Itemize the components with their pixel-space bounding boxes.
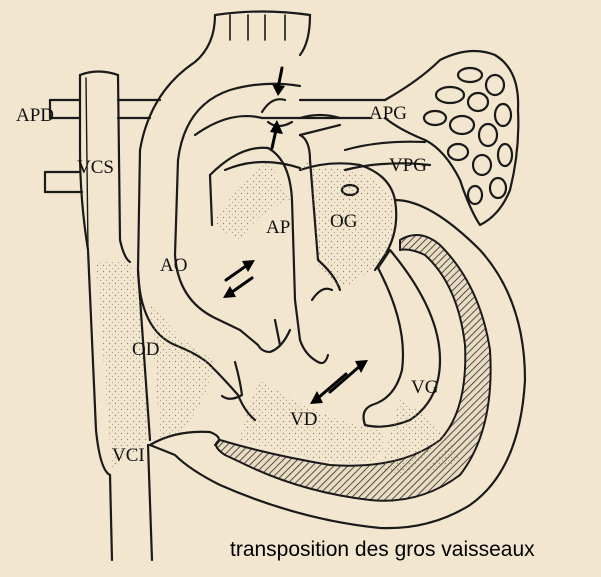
aorta <box>136 10 312 367</box>
interventricular-septum <box>362 248 442 428</box>
label-vci: VCI <box>112 445 145 466</box>
left-pulmonary-vein <box>343 140 432 172</box>
label-vd: VD <box>290 409 318 430</box>
stipple-shading <box>96 160 460 474</box>
label-ap: AP <box>266 217 291 238</box>
ductus-arrow-up-icon <box>270 120 283 150</box>
right-atrium <box>136 268 244 442</box>
ventricular-arrow-up-icon <box>328 360 368 394</box>
left-lung <box>383 49 520 227</box>
left-pulmonary-artery <box>298 98 387 120</box>
pulmonary-artery <box>193 113 342 302</box>
label-og: OG <box>330 211 358 232</box>
right-pulmonary-vein <box>43 170 84 194</box>
septal-defect-arrow-left-icon <box>223 276 254 298</box>
right-pulmonary-artery <box>48 98 162 120</box>
left-ventricle-wall <box>215 234 492 502</box>
figure-caption: transposition des gros vaisseaux <box>230 538 535 561</box>
label-vcs: VCS <box>77 157 114 178</box>
ventricular-arrow-down-icon <box>310 372 348 404</box>
label-ao: AO <box>160 255 188 276</box>
ductus-arrow-down-icon <box>272 66 285 96</box>
label-vg: VG <box>411 377 439 398</box>
label-vpg: VPG <box>389 155 428 176</box>
superior-vena-cava <box>78 70 132 477</box>
septal-defect-arrow-right-icon <box>224 260 255 282</box>
label-apd: APD <box>16 105 55 126</box>
label-od: OD <box>132 339 160 360</box>
flow-arrows <box>223 66 368 404</box>
label-apg: APG <box>369 103 408 124</box>
heart-outline <box>148 160 527 530</box>
